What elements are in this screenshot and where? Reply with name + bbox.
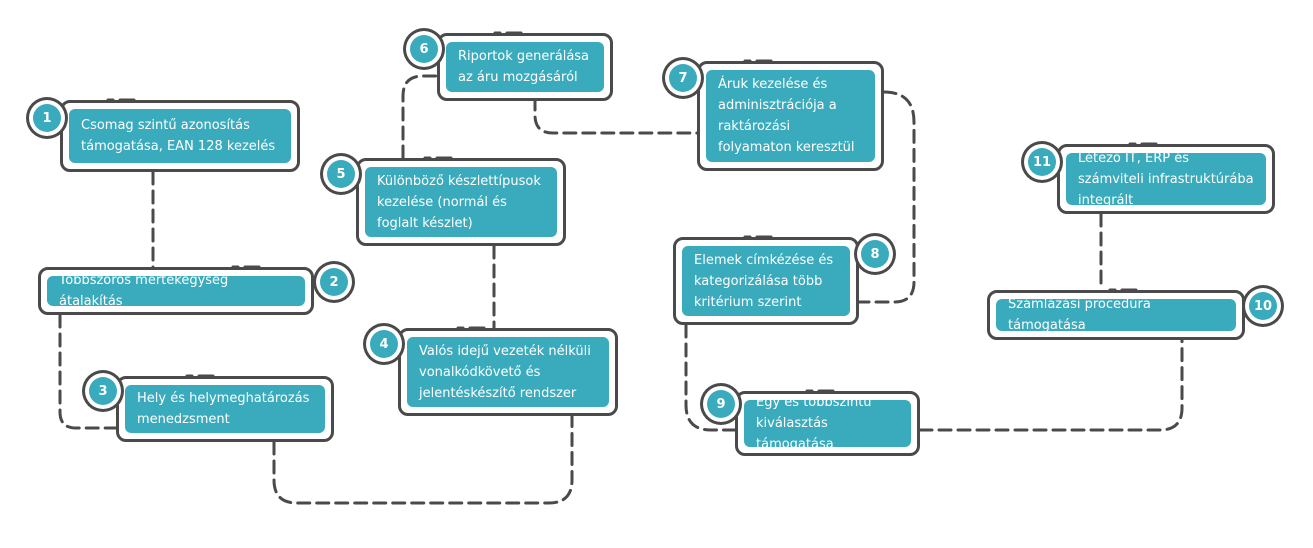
step-text-7: Áruk kezelése és adminisztrációja a rakt… [706, 70, 875, 162]
step-text-6: Riportok generálása az áru mozgásáról [446, 42, 604, 92]
step-number-7: 7 [669, 64, 697, 92]
step-text-1: Csomag szintű azonosítás támogatása, EAN… [69, 109, 291, 163]
step-text-8: Elemek címkézése és kategorizálása több … [682, 246, 850, 316]
step-card-9: Egy és többszintű kiválasztás támogatása [735, 391, 920, 456]
step-card-4: Valós idejű vezeték nélküli vonalkódköve… [398, 328, 618, 416]
step-card-8: Elemek címkézése és kategorizálása több … [673, 237, 859, 325]
step-text-3: Hely és helymeghatározás menedzsment [125, 385, 325, 433]
step-card-6: Riportok generálása az áru mozgásáról [437, 33, 613, 101]
step-number-5: 5 [327, 160, 355, 188]
step-text-10: Számlázási procedúra támogatása [996, 297, 1236, 333]
step-number-1: 1 [33, 104, 61, 132]
step-card-1: Csomag szintű azonosítás támogatása, EAN… [60, 100, 300, 172]
step-number-4: 4 [370, 330, 398, 358]
step-number-8: 8 [861, 240, 889, 268]
step-text-9: Egy és többszintű kiválasztás támogatása [744, 395, 911, 452]
step-card-2: Többszörös mértékegység átalakítás [38, 267, 314, 315]
connector-7-8 [856, 90, 916, 304]
step-text-11: Létező IT, ERP és számviteli infrastrukt… [1066, 151, 1266, 208]
connector-6-7 [533, 96, 699, 135]
step-number-3: 3 [89, 377, 117, 405]
step-card-3: Hely és helymeghatározás menedzsment [116, 376, 334, 442]
connector-2-3 [58, 313, 122, 430]
step-text-2: Többszörös mértékegység átalakítás [47, 273, 305, 309]
connector-8-9 [684, 323, 740, 432]
step-number-2: 2 [320, 268, 348, 296]
step-text-4: Valós idejű vezeték nélküli vonalkódköve… [407, 337, 609, 407]
step-number-11: 11 [1028, 148, 1056, 176]
connector-3-4 [272, 414, 574, 505]
step-number-10: 10 [1249, 292, 1277, 320]
step-number-9: 9 [707, 390, 735, 418]
step-card-5: Különböző készlettípusok kezelése (normá… [356, 158, 566, 246]
step-card-7: Áruk kezelése és adminisztrációja a rakt… [697, 61, 884, 171]
connector-5-6 [401, 74, 442, 160]
step-card-11: Létező IT, ERP és számviteli infrastrukt… [1057, 144, 1275, 214]
step-number-6: 6 [410, 35, 438, 63]
step-card-10: Számlázási procedúra támogatása [987, 290, 1245, 340]
connector-9-10 [918, 338, 1184, 432]
step-text-5: Különböző készlettípusok kezelése (normá… [365, 167, 557, 237]
